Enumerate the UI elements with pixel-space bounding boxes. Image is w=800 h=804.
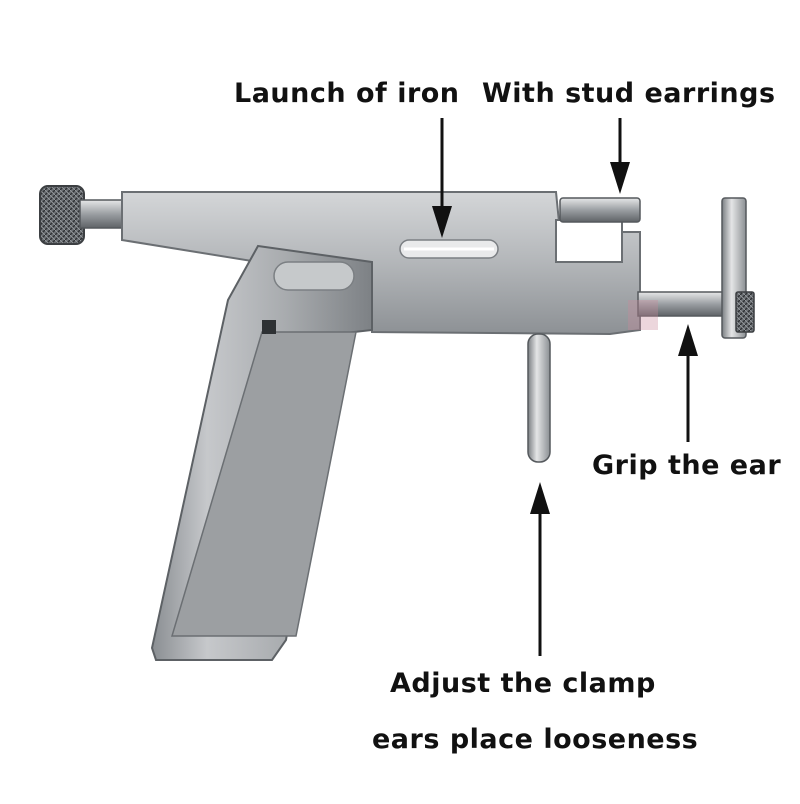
label-adjust-clamp-line2: ears place looseness [372, 724, 698, 755]
label-grip-the-ear: Grip the ear [592, 450, 781, 481]
arrow-adjust [530, 482, 550, 656]
knurled-knob [40, 186, 130, 244]
stud-holder [560, 198, 640, 222]
arrow-grip [678, 324, 698, 442]
ear-clamp [628, 198, 754, 338]
label-launch-of-iron: Launch of iron [234, 78, 460, 109]
label-adjust-clamp-line1: Adjust the clamp [390, 668, 656, 699]
arrow-stud [610, 118, 630, 194]
label-with-stud-earrings: With stud earrings [482, 78, 776, 109]
adjustment-pin [528, 334, 550, 462]
gun-handle [152, 246, 372, 660]
